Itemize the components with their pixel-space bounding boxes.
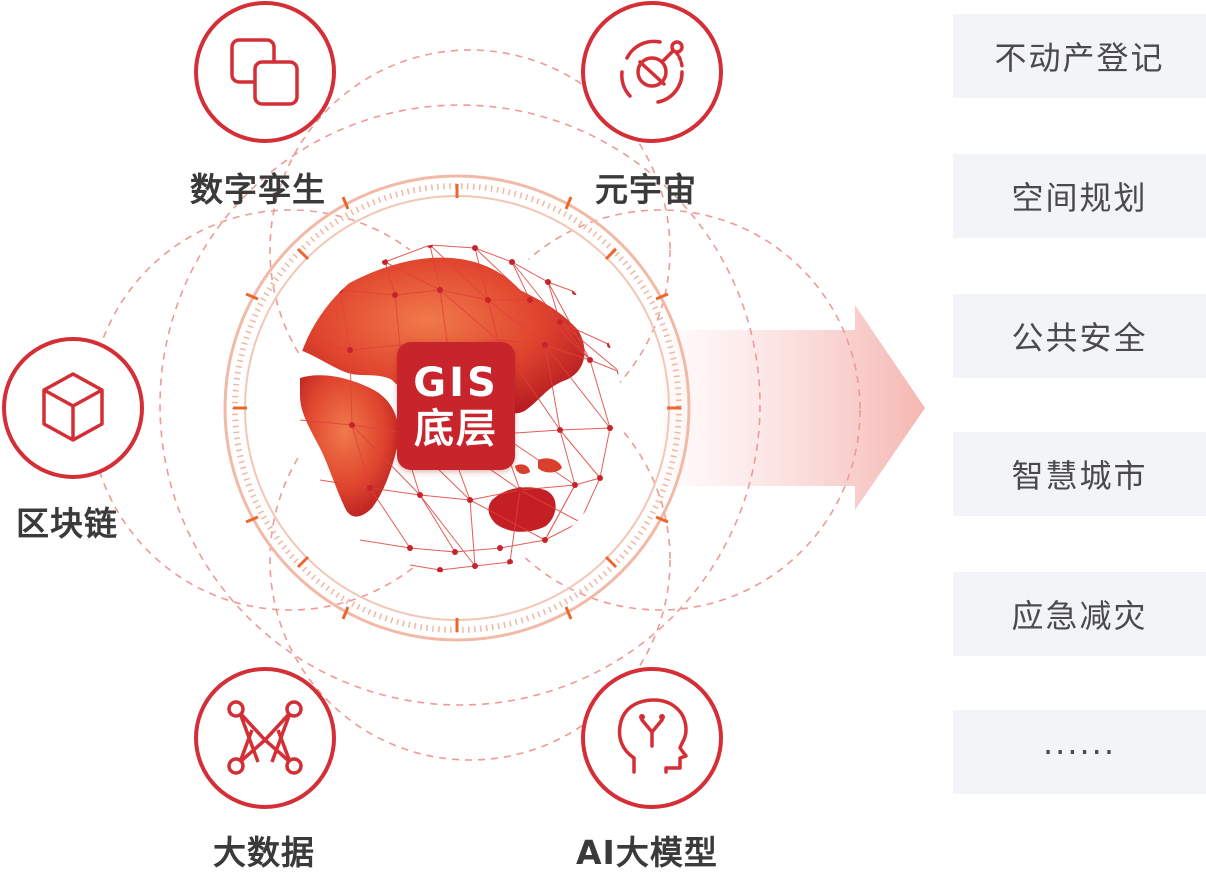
- node-blockchain: [2, 337, 144, 479]
- metaverse-icon: [620, 39, 684, 104]
- tech-label-digital-twin: 数字孪生: [190, 170, 326, 209]
- gis-center-badge: GIS 底层: [397, 342, 515, 470]
- digital-twin-icon: [230, 38, 299, 106]
- orbit-circle: [159, 104, 761, 706]
- continent-islands: [515, 458, 562, 474]
- blockchain-cube-icon: [42, 372, 104, 442]
- node-big-data: [194, 667, 336, 809]
- node-ai: [581, 667, 723, 809]
- continent-australia: [488, 487, 556, 532]
- gis-badge-line1: GIS: [413, 360, 499, 406]
- tech-label-big-data: 大数据: [213, 833, 315, 872]
- tech-label-ai: AI大模型: [576, 833, 718, 872]
- app-item-public-safety: 公共安全: [953, 294, 1206, 378]
- ring-markers: [233, 184, 681, 632]
- tech-label-blockchain: 区块链: [16, 504, 118, 543]
- app-item-smart-city: 智慧城市: [953, 432, 1206, 516]
- inner-ring-outer: [223, 174, 691, 642]
- continent-africa: [300, 375, 399, 517]
- tech-label-metaverse: 元宇宙: [595, 170, 697, 209]
- gis-badge-line2: 底层: [414, 406, 498, 452]
- app-item-more: ······: [953, 710, 1206, 794]
- big-data-network-icon: [227, 700, 303, 775]
- ai-head-icon: [617, 698, 688, 774]
- app-item-emergency: 应急减灾: [953, 572, 1206, 656]
- node-digital-twin: [194, 1, 336, 143]
- node-metaverse: [581, 1, 723, 143]
- app-item-spatial-planning: 空间规划: [953, 154, 1206, 238]
- app-item-real-estate: 不动产登记: [953, 14, 1206, 98]
- flow-arrow: [660, 305, 925, 510]
